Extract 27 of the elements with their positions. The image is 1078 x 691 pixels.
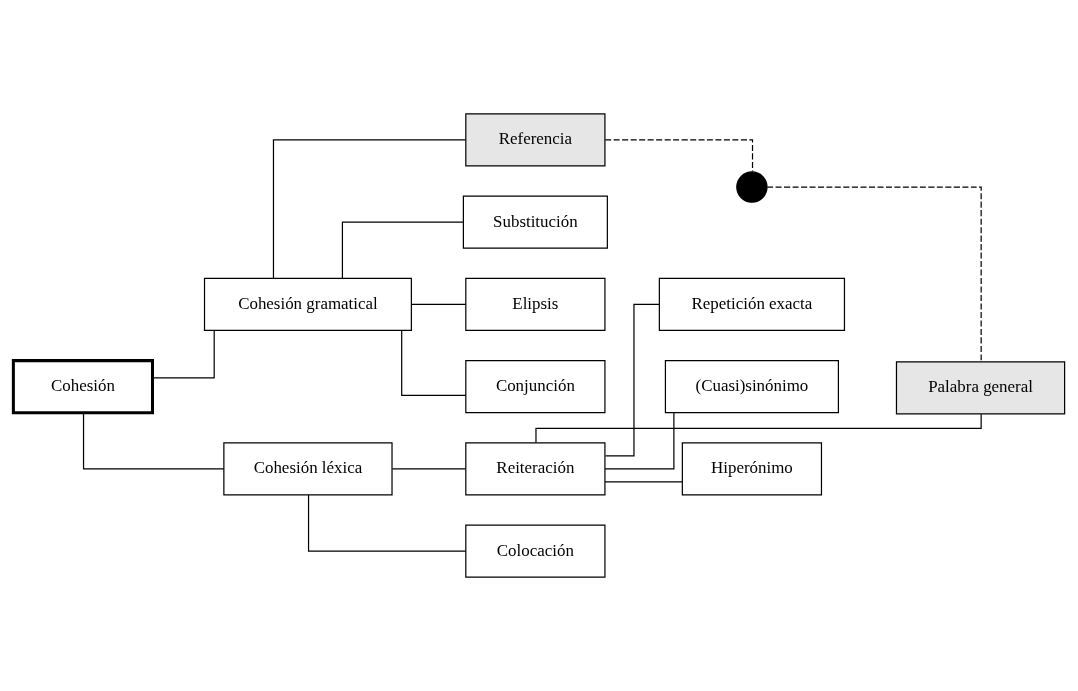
node-box: Cohesión léxica	[223, 442, 393, 496]
node-box: Hiperónimo	[681, 442, 823, 496]
node-circle	[736, 171, 768, 203]
connector	[82, 412, 225, 470]
connector	[604, 412, 675, 470]
node-box: Cohesión gramatical	[203, 277, 412, 331]
node-box: (Cuasi)sinónimo	[664, 360, 839, 414]
node-box: Colocación	[465, 524, 606, 578]
connector	[401, 330, 467, 396]
connector	[307, 494, 467, 552]
node-box: Elipsis	[465, 277, 606, 331]
connector	[411, 303, 467, 305]
connector	[341, 221, 464, 279]
node-box: Conjunción	[465, 360, 606, 414]
connector	[391, 468, 467, 470]
node-box: Referencia	[465, 113, 606, 167]
connector	[152, 329, 215, 379]
connector	[766, 186, 982, 363]
node-box: Palabra general	[895, 361, 1066, 415]
connector	[604, 139, 754, 173]
node-box: Repetición exacta	[658, 277, 846, 331]
node-box: Reiteración	[465, 442, 606, 496]
node-box: Cohesión	[11, 359, 154, 415]
connector	[604, 303, 660, 457]
connector	[272, 139, 467, 279]
node-box: Substitución	[462, 195, 608, 249]
connector	[604, 481, 683, 483]
